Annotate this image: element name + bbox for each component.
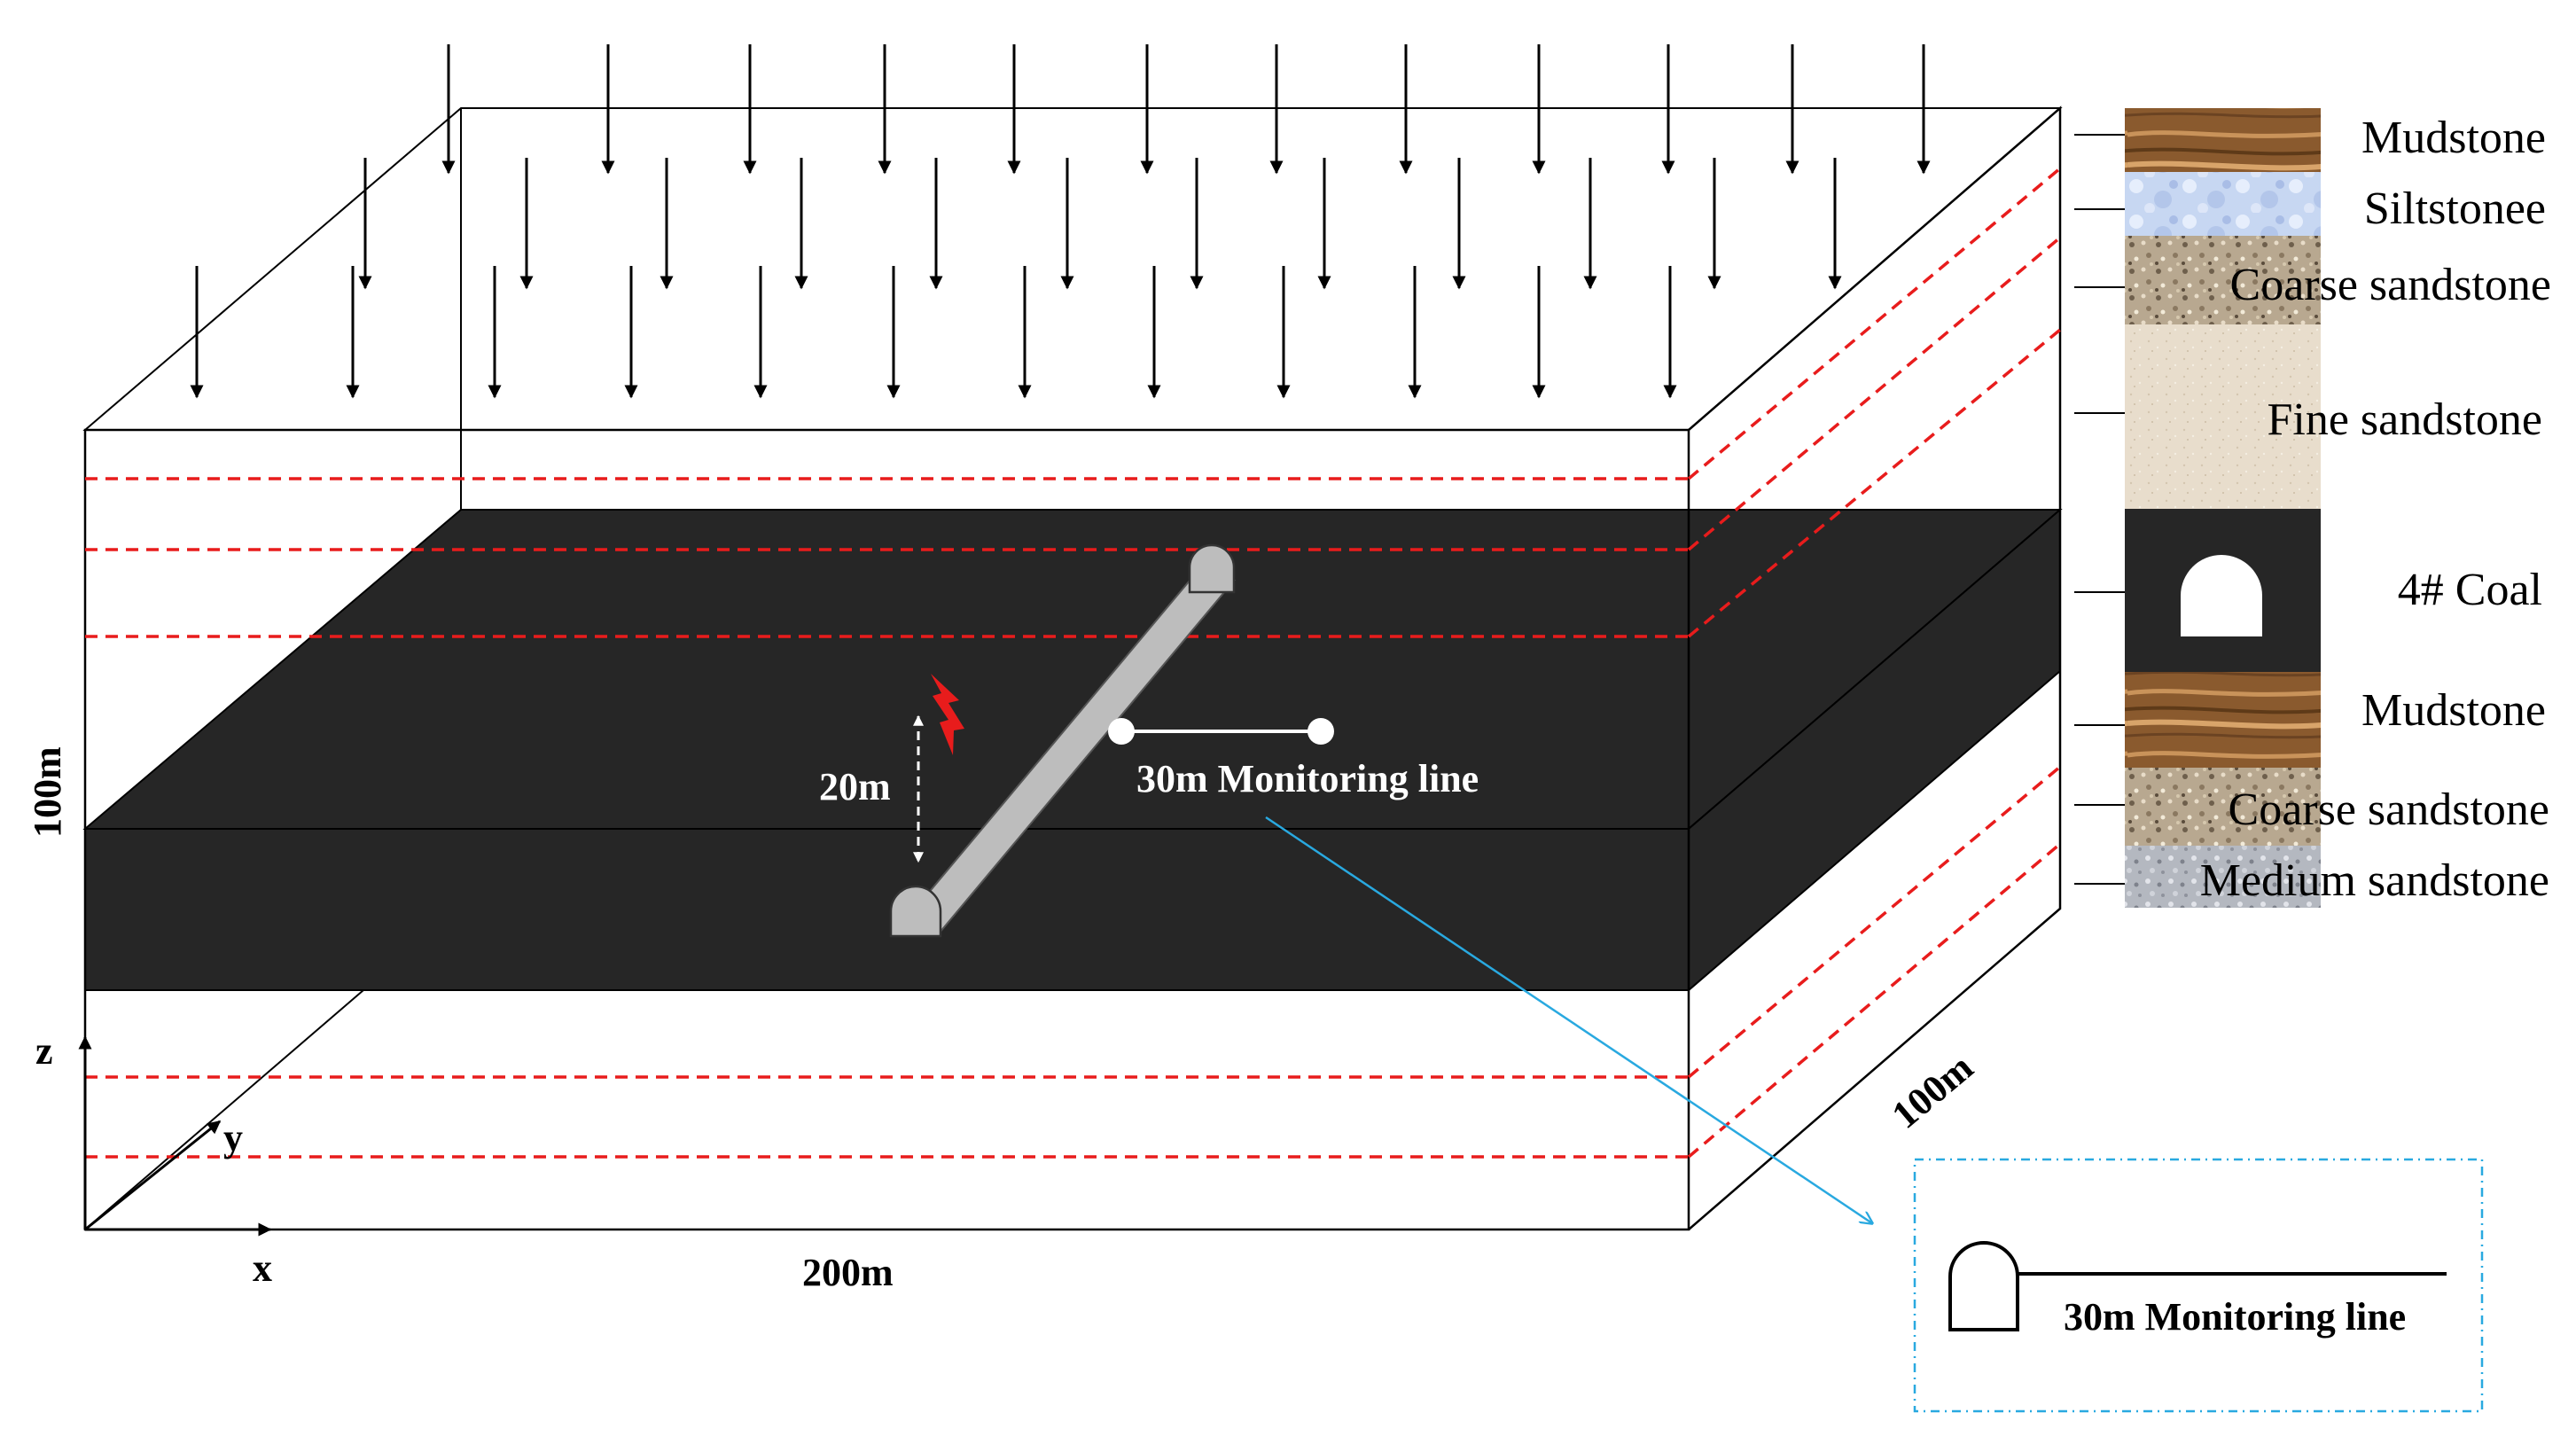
x-axis-label: x <box>253 1246 272 1290</box>
inset-monitoring-label: 30m Monitoring line <box>2064 1295 2406 1339</box>
monitoring-line: 30m Monitoring line <box>1108 718 1479 800</box>
load-arrows <box>190 44 1931 399</box>
roadway <box>889 543 1237 938</box>
top-face <box>82 107 2063 431</box>
z-axis-label: z <box>35 1029 53 1073</box>
legend-label-medium-sandstone: Medium sandstone <box>2200 855 2549 906</box>
legend-label-coal: 4# Coal <box>2398 565 2542 615</box>
coal-front-face <box>84 828 1690 991</box>
axis-triad: z x y <box>35 1029 272 1290</box>
offset-dimension-label: 20m <box>819 765 891 808</box>
legend-label-siltstone: Siltstonee <box>2364 183 2546 234</box>
legend-label-mudstone: Mudstone <box>2361 113 2546 163</box>
roadway-arch-icon <box>1948 1241 2019 1331</box>
legend-label-fine-sandstone: Fine sandstone <box>2267 394 2542 445</box>
inset-leader-line <box>1265 816 1872 1223</box>
legend-label-coarse-sandstone-lower: Coarse sandstone <box>2229 785 2549 835</box>
strata-legend: Mudstone Siltstonee Coarse sandstone Fin… <box>2074 108 2551 908</box>
length-dimension-label: 200m <box>802 1251 894 1294</box>
model-block <box>82 105 2063 1231</box>
front-face-outline <box>83 428 1690 1231</box>
legend-label-coarse-sandstone: Coarse sandstone <box>2230 260 2551 310</box>
monitoring-inset: 30m Monitoring line <box>1913 1158 2484 1413</box>
legend-label-mudstone-lower: Mudstone <box>2361 685 2546 736</box>
roadway-arch-icon <box>889 885 942 938</box>
stratum-interfaces <box>85 167 2062 1159</box>
roadway-arch-icon <box>2181 555 2262 636</box>
monitoring-line-label: 30m Monitoring line <box>1136 757 1479 800</box>
roadway-arch-icon <box>1188 543 1236 594</box>
height-dimension-label: 100m <box>26 746 69 838</box>
blast-lightning-icon <box>931 674 964 755</box>
y-axis-label: y <box>223 1116 243 1159</box>
depth-dimension-label: 100m <box>1884 1045 1981 1137</box>
